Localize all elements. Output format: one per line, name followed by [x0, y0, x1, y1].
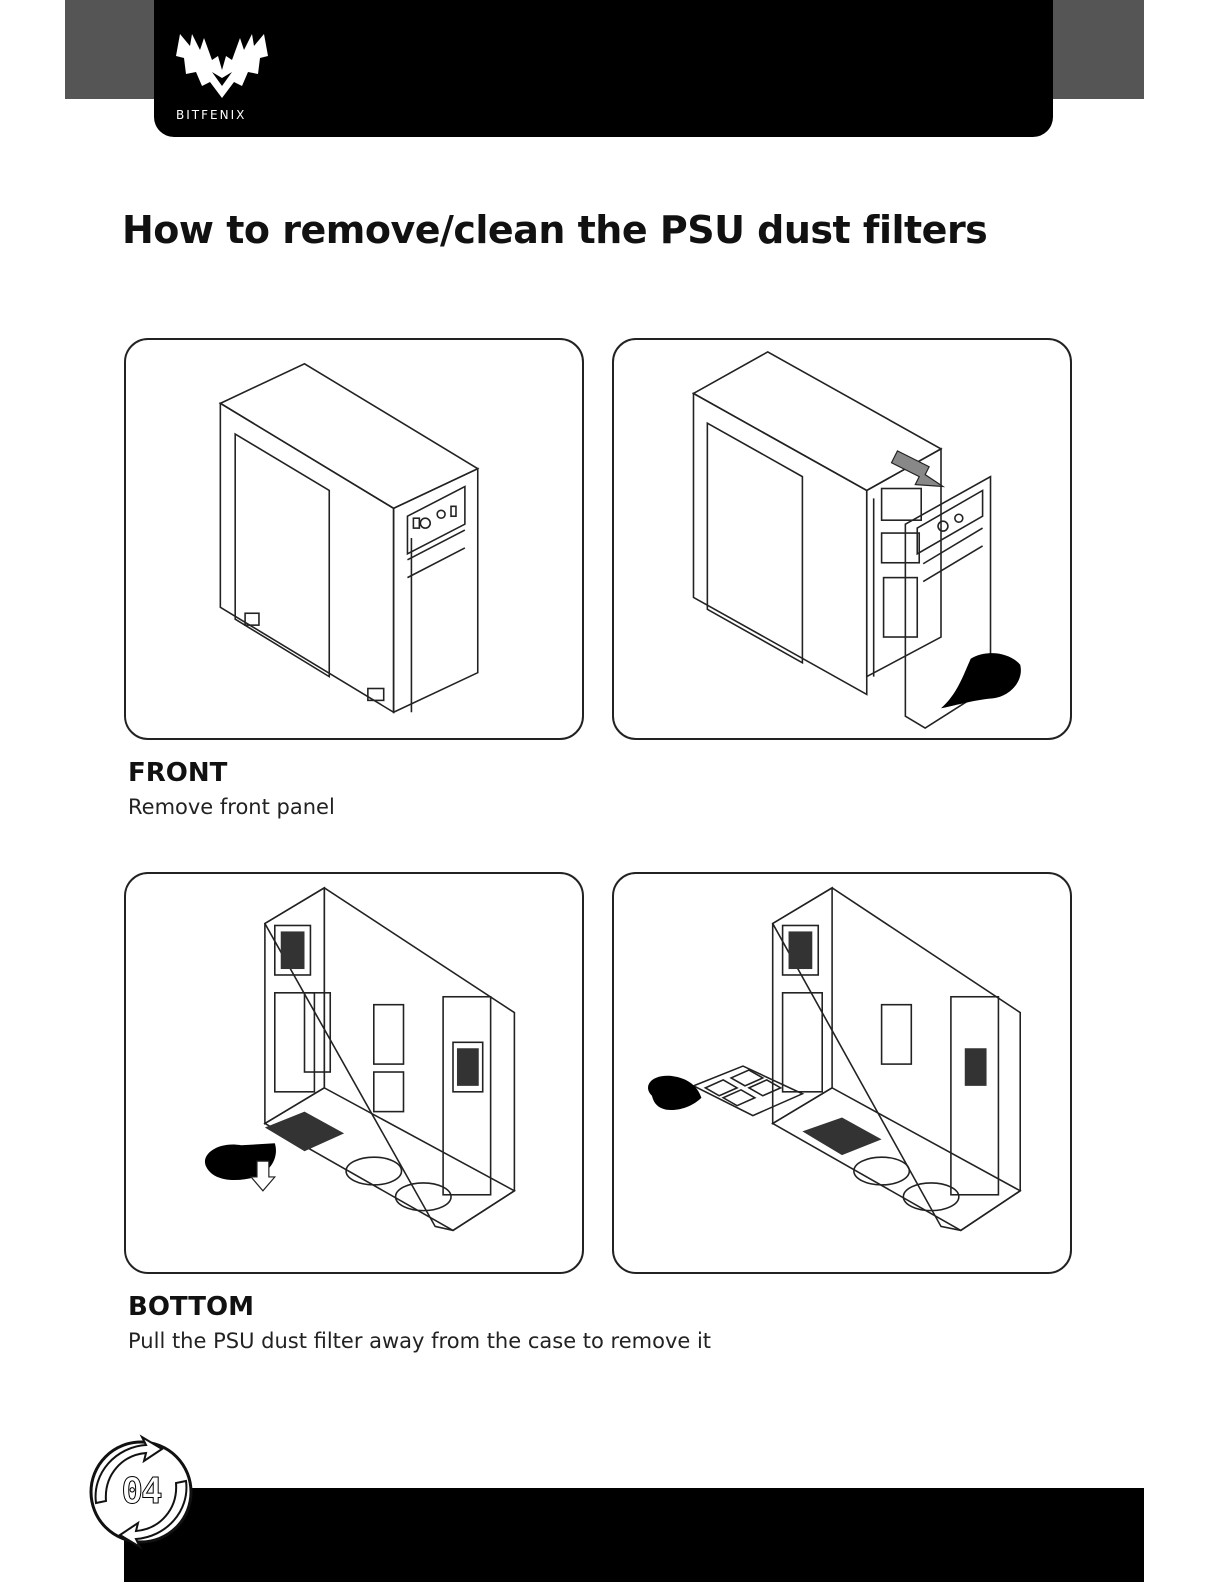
illustration-bottom-filter — [124, 872, 584, 1274]
section-description-bottom: Pull the PSU dust filter away from the c… — [128, 1329, 711, 1353]
section-description-front: Remove front panel — [128, 795, 335, 819]
page-number: 04 — [82, 1471, 200, 1512]
footer-bar — [124, 1488, 1144, 1582]
brand-logo: BITFENIX — [172, 16, 272, 126]
case-bottom-filter-icon — [126, 874, 582, 1272]
pc-case-closed-icon — [126, 340, 582, 738]
illustration-front-closed — [124, 338, 584, 740]
section-title-bottom: BOTTOM — [128, 1292, 254, 1322]
phoenix-logo-icon — [172, 16, 272, 106]
illustration-front-panel-removal — [612, 338, 1072, 740]
filter-pull-out-icon — [614, 874, 1070, 1272]
page-title: How to remove/clean the PSU dust filters — [122, 208, 987, 252]
front-panel-removal-icon — [614, 340, 1070, 738]
illustration-filter-removed — [612, 872, 1072, 1274]
page-number-badge: 04 — [82, 1433, 200, 1551]
section-title-front: FRONT — [128, 758, 227, 788]
header-tab — [154, 0, 1053, 137]
brand-wordmark: BITFENIX — [176, 108, 246, 122]
